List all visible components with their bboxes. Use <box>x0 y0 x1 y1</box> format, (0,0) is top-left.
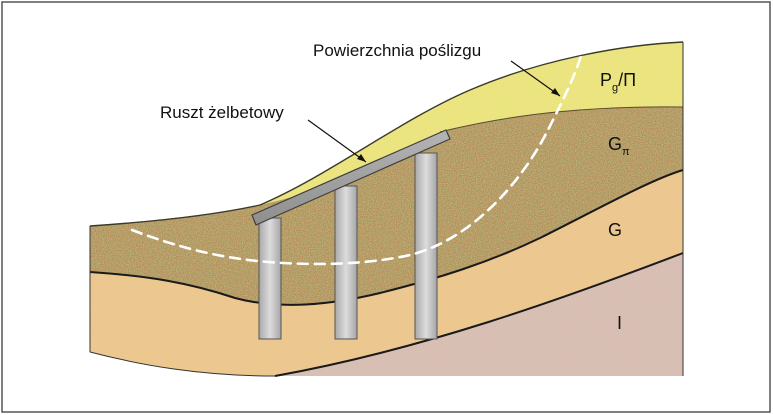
layer-upper-clay-symbol: Gπ <box>608 134 630 158</box>
rc-grid-leader <box>307 119 367 163</box>
layer-clay-region <box>90 170 683 376</box>
layer-top-symbol: Pg/Π <box>600 70 636 94</box>
pile-left <box>258 217 282 340</box>
ground-surface-line <box>89 41 684 227</box>
boundary-top-upperclay <box>439 106 684 133</box>
layer-bottom-region <box>275 253 683 376</box>
section-bottom-edge <box>89 351 276 377</box>
rc-grid-arrowhead <box>357 154 366 162</box>
layer-top-region <box>90 42 683 226</box>
slip-surface-line <box>130 46 585 266</box>
layer-clay-symbol: G <box>608 220 622 240</box>
rc-grid-beam <box>251 129 451 226</box>
layer-bottom-symbol: I <box>617 313 622 333</box>
boundary-upperclay-clay <box>89 169 684 306</box>
rc-grid-label: Ruszt żelbetowy <box>160 103 284 122</box>
slip-surface-arrowhead <box>551 88 560 96</box>
slip-surface-label: Powierzchnia poślizgu <box>313 41 481 60</box>
layer-upper-clay-region <box>90 106 683 305</box>
slip-surface-leader <box>510 60 561 97</box>
boundary-clay-bottom <box>274 252 684 377</box>
